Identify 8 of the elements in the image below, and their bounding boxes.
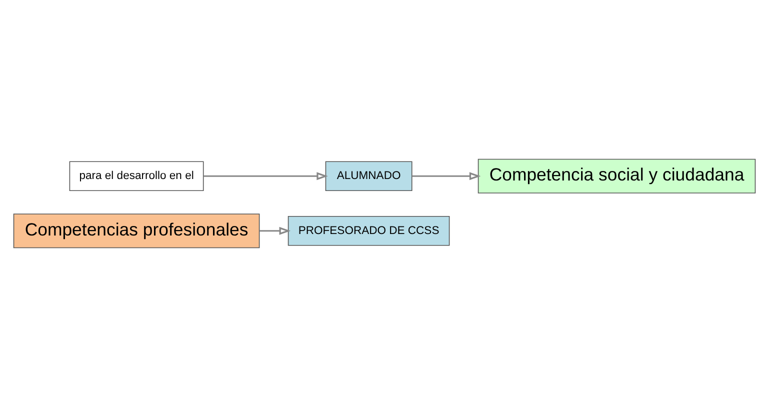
- node-box: para el desarrollo en el: [69, 160, 204, 191]
- node-box: Competencias profesionales: [13, 213, 260, 248]
- arrow: [203, 172, 328, 180]
- arrow: [259, 226, 291, 234]
- arrow: [412, 172, 481, 180]
- node-box: Competencia social y ciudadana: [478, 158, 756, 193]
- node-box: ALUMNADO: [325, 160, 412, 191]
- node-box: PROFESORADO DE CCSS: [288, 215, 450, 246]
